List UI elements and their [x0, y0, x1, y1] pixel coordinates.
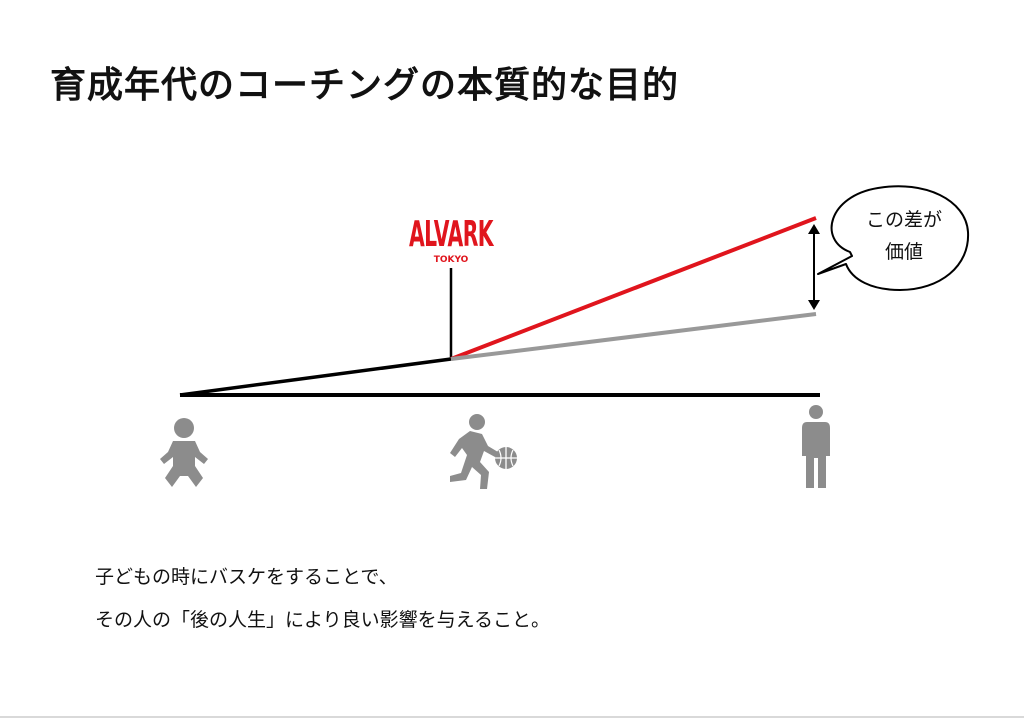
callout-bubble: この差が 価値	[817, 185, 970, 291]
purpose-line-2: その人の「後の人生」により良い影響を与えること。	[95, 609, 551, 631]
adult-person-icon	[802, 405, 830, 488]
slide-title: 育成年代のコーチングの本質的な目的	[50, 65, 680, 106]
callout-line-2: 価値	[885, 241, 923, 263]
basketball-player-icon	[450, 414, 517, 489]
purpose-line-1: 子どもの時にバスケをすることで、	[95, 566, 398, 588]
purpose-statement: 子どもの時にバスケをすることで、 その人の「後の人生」により良い影響を与えること…	[95, 556, 550, 642]
early-growth-line	[179, 357, 452, 397]
callout-line-1: この差が	[866, 209, 942, 231]
bottom-divider	[0, 716, 1024, 718]
alvark-logo: ALVARK TOKYO	[409, 214, 495, 265]
gray-growth-line	[450, 312, 817, 361]
logo-main-text: ALVARK	[409, 214, 494, 255]
baby-icon	[160, 418, 208, 487]
red-growth-line	[450, 216, 817, 361]
logo-sub-text: TOKYO	[434, 255, 469, 265]
difference-arrow	[808, 224, 820, 310]
